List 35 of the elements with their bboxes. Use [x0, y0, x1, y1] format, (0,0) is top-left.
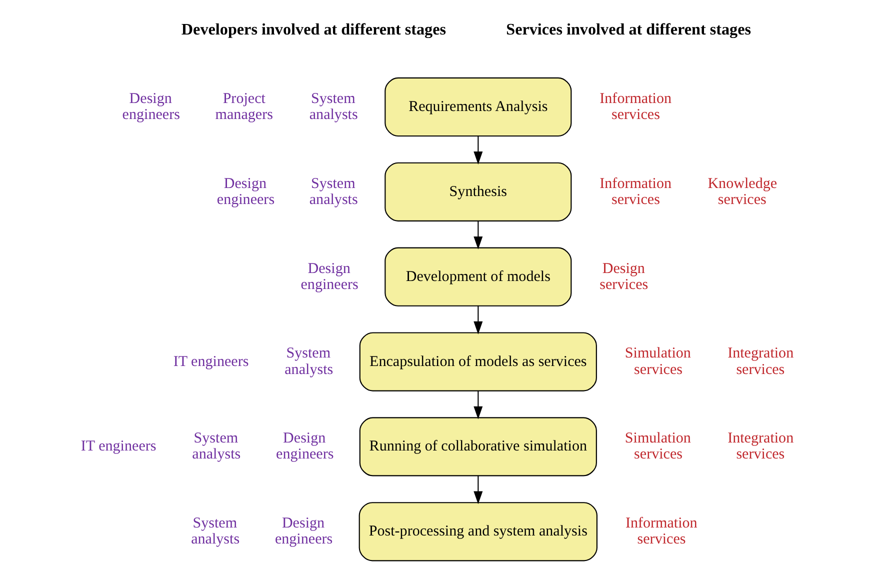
arrow [474, 221, 483, 250]
label: Services involved at different stages [506, 21, 752, 38]
node-box: Development of models [384, 247, 572, 306]
label: Design engineers [122, 90, 180, 123]
label: System analysts [191, 516, 240, 548]
label: Information services [600, 90, 672, 123]
label: Design engineers [300, 260, 358, 293]
label: Design engineers [274, 516, 333, 548]
label: System analysts [284, 346, 334, 378]
label: Developers involved at different stages [181, 21, 446, 38]
arrow [474, 306, 483, 334]
label: IT engineers [80, 438, 156, 455]
label: Integration services [728, 346, 794, 378]
label: Knowledge services [708, 176, 778, 208]
node-box: Post-processing and system analysis [358, 502, 598, 562]
label: Design engineers [276, 430, 334, 463]
node-box: Synthesis [384, 162, 572, 222]
node-box: Requirements Analysis [384, 77, 572, 137]
label: System analysts [309, 176, 358, 208]
label: System analysts [309, 90, 358, 123]
label: Simulation services [624, 430, 691, 463]
arrow [474, 136, 483, 164]
label: Information services [600, 176, 672, 208]
label: Integration services [728, 430, 794, 463]
label: Design engineers [216, 176, 275, 208]
arrow [474, 390, 483, 420]
label: IT engineers [173, 354, 249, 370]
label: Simulation services [624, 346, 691, 378]
node-box: Running of collaborative simulation [359, 417, 597, 476]
arrow [474, 476, 483, 504]
label: Information services [625, 516, 698, 548]
node-box: Encapsulation of models as services [359, 332, 597, 392]
label: System analysts [192, 430, 241, 463]
label: Project managers [215, 90, 273, 123]
label: Design services [600, 260, 648, 293]
